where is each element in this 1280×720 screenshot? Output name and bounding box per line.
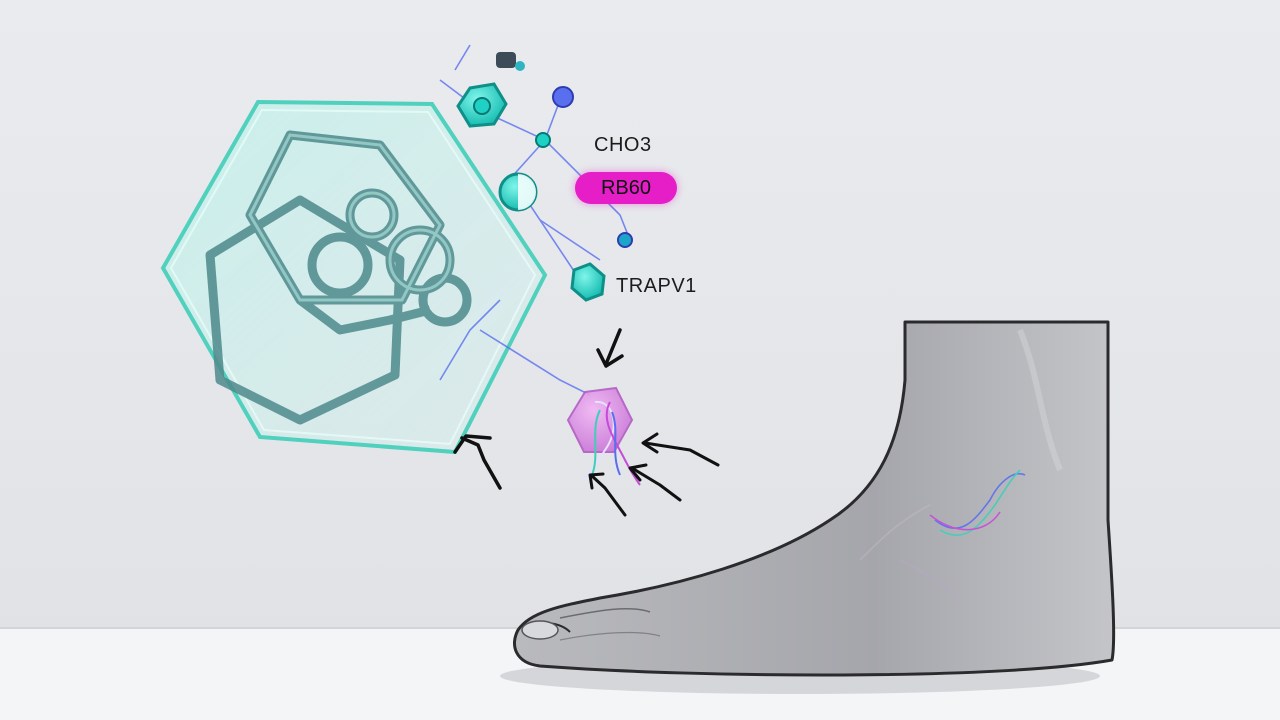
molecule-label-cho3: CHO3: [594, 134, 652, 156]
foot-illustration: [513, 320, 1116, 677]
small-device-icon: [496, 52, 525, 71]
molecule-node-icon: [456, 82, 508, 128]
arrow-icon: [453, 434, 502, 490]
molecule-node-icon: [552, 86, 574, 108]
arrow-icon: [641, 432, 720, 467]
molecule-node-icon: [498, 172, 538, 212]
receptor-hexagon-icon: [566, 386, 641, 486]
hexagon-molecule-icon: [160, 99, 548, 455]
arrow-icon: [596, 328, 624, 368]
arrow-icon: [588, 472, 627, 517]
molecule-badge: RB60: [575, 172, 677, 204]
molecule-node-icon: [570, 262, 606, 302]
arrow-icon: [628, 463, 682, 502]
nerve-highlight: [859, 469, 1026, 601]
receptor-label: TRAPV1: [616, 275, 697, 297]
molecule-node-icon: [617, 232, 633, 248]
molecule-node-icon: [535, 132, 551, 148]
